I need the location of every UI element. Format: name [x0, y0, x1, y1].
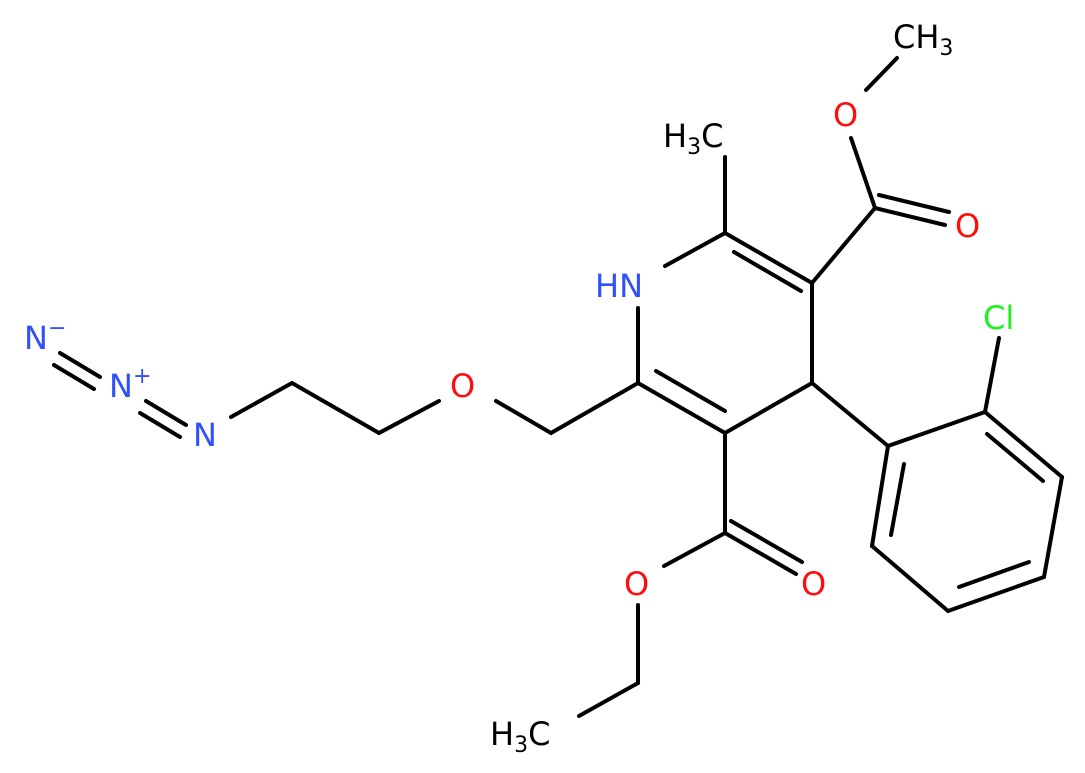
bond-azide-2a [58, 351, 102, 379]
bond-ethyl-carbonyl-b [729, 519, 804, 564]
bond-aryl-4 [946, 575, 1046, 613]
bond-aryl-2 [983, 410, 1064, 479]
azide-central-n-label: N+ [109, 364, 151, 405]
bond-ester-carbonyl-a [873, 206, 947, 227]
bond-ester-to-methoxy-o [849, 136, 877, 210]
bond-c4-aryl [810, 381, 890, 448]
bond-ch2-ch2 [290, 381, 381, 435]
ring-methyl-subscript: 3 [687, 135, 701, 160]
ring-methyl-c: C [701, 117, 723, 155]
bond-azide-1a [144, 399, 188, 427]
bond-aryl-6 [870, 444, 890, 548]
ethyl-h3c-label: H3C [490, 715, 550, 758]
bond-c3-ester-carbon [810, 206, 877, 285]
bond-aryl-1 [886, 410, 987, 448]
bond-aryl-5 [870, 544, 950, 613]
azide-terminal-n-charge: − [48, 316, 66, 341]
azide-central-n: N [109, 367, 133, 405]
atom-labels: CH3 O O H3C HN Cl N− N+ N O O O H3C [24, 18, 1014, 758]
methyl-ch3-subscript: 3 [939, 36, 953, 61]
bond-ethyl-carbonyl-a [723, 531, 798, 576]
azide-central-n-charge: + [133, 364, 151, 389]
ring-methyl-h3c-label: H3C [663, 117, 723, 160]
bond-c5-c6 [636, 381, 727, 435]
ethyl-subscript: 3 [514, 733, 528, 758]
bond-aryl-6-inner [889, 462, 906, 537]
bonds [52, 56, 1064, 718]
bond-c4-c5 [723, 381, 814, 435]
bond-azide-1b [138, 411, 182, 439]
methyl-ch3-label: CH3 [893, 18, 953, 61]
ethoxy-oxygen-label: O [624, 565, 649, 603]
ethyl-h: H [490, 715, 514, 753]
azide-terminal-n-label: N− [24, 316, 66, 357]
bond-c2-c3 [723, 231, 814, 285]
bond-ester-carbonyl-b [877, 193, 951, 214]
bond-methoxy-o-ch3 [864, 56, 899, 92]
ester-carbonyl-oxygen-label: O [955, 207, 980, 245]
azide-terminal-n: N [24, 319, 48, 357]
bond-ethyl-to-o [662, 531, 727, 568]
ring-methyl-h: H [663, 117, 687, 155]
ring-nh-label: HN [595, 267, 643, 305]
azide-inner-n-label: N [193, 416, 217, 454]
bond-aryl-cl [983, 336, 1001, 414]
ethyl-c: C [528, 715, 550, 753]
bond-aryl-2-inner [985, 432, 1045, 483]
bond-ethyl-ch2-ch3 [577, 681, 640, 718]
bond-aryl-3 [1042, 475, 1064, 579]
bond-hn-c2 [663, 231, 727, 268]
methyl-ch3-main: CH [893, 18, 939, 56]
bond-aryl-4-inner [957, 560, 1031, 589]
ether-oxygen-label: O [450, 367, 475, 405]
bond-azide-2b [52, 363, 96, 391]
chlorine-label: Cl [983, 299, 1014, 337]
bond-c2-c3-inner [732, 250, 803, 293]
bond-c5-c6-inner [654, 369, 727, 413]
methoxy-oxygen-label: O [833, 96, 858, 134]
ethyl-ester-carbonyl-oxygen-label: O [801, 565, 826, 603]
bond-ch2-o-ether [494, 399, 553, 435]
bond-ch2-n-inner [229, 381, 294, 419]
bond-c6-ch2 [549, 381, 640, 435]
bond-o-ether-ch2 [377, 399, 441, 435]
